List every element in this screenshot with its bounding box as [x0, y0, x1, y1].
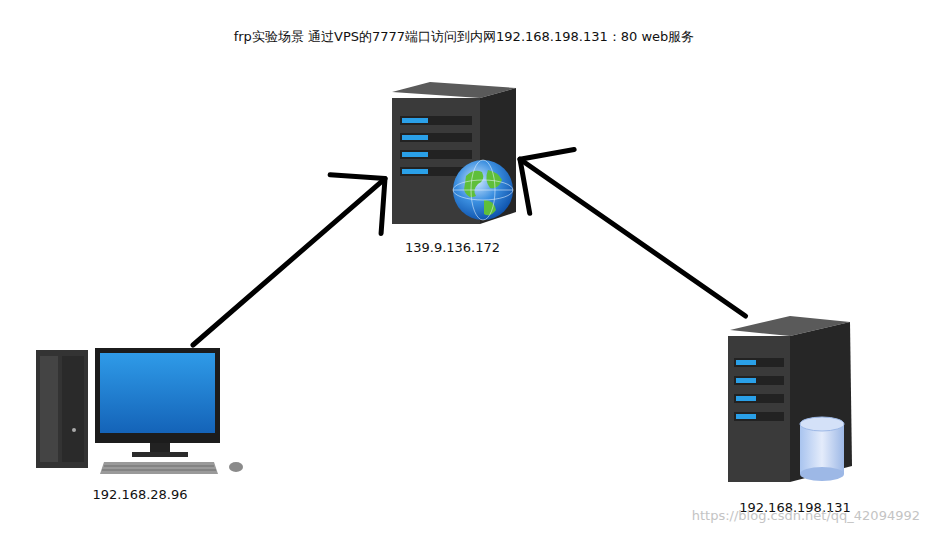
arrow-shaft: [193, 179, 385, 345]
illustration-part: [734, 412, 784, 421]
illustration-part: [72, 428, 76, 432]
illustration-part: [400, 150, 472, 159]
vps-server: 139.9.136.172: [385, 80, 520, 256]
internal-server-icon: [728, 316, 852, 482]
internal-server: 192.168.198.131: [720, 316, 870, 516]
illustration-part: [734, 394, 784, 403]
illustration-part: [790, 322, 852, 482]
illustration-part: [734, 376, 784, 385]
pc-icon: [36, 348, 243, 474]
illustration-part: [132, 452, 188, 457]
illustration-part: [728, 336, 790, 482]
globe-icon: [453, 160, 513, 220]
illustration-part: [104, 466, 214, 467]
illustration-part: [734, 358, 784, 367]
illustration-part: [736, 414, 756, 419]
illustration-part: [100, 462, 218, 474]
ip-address: 192.168.28.96: [34, 487, 246, 503]
illustration-part: [150, 443, 170, 453]
arrow-head: [520, 149, 574, 213]
illustration-part: [95, 348, 220, 443]
database-icon: [800, 417, 844, 481]
illustration-part: [453, 190, 513, 191]
illustration-part: [800, 417, 844, 431]
illustration-part: [36, 350, 88, 468]
keyboard-keys: [102, 466, 216, 470]
vps-server-icon: [392, 82, 516, 224]
watermark: https://blog.csdn.net/qq_42094992: [692, 508, 920, 523]
illustration-part: [453, 160, 513, 220]
drive-bays: [734, 358, 784, 421]
illustration-part: [229, 462, 243, 472]
illustration-part: [62, 356, 84, 462]
illustration-part: [400, 133, 472, 142]
arrow-shaft: [520, 159, 746, 316]
illustration-part: [402, 169, 428, 174]
illustration-part: [400, 116, 472, 125]
illustration-part: [464, 171, 483, 197]
ip-address: 139.9.136.172: [385, 240, 520, 256]
illustration-part: [736, 396, 756, 401]
arrow-head: [330, 175, 385, 234]
illustration-part: [402, 135, 428, 140]
illustration-part: [40, 356, 58, 462]
illustration-part: [453, 180, 513, 200]
drive-bays: [400, 116, 472, 176]
illustration-part: [800, 467, 844, 481]
connection-arrow: [520, 149, 746, 316]
illustration-part: [736, 360, 756, 365]
illustration-part: [402, 152, 428, 157]
diagram-title: frp实验场景 通过VPS的7777端口访问到内网192.168.198.131…: [0, 28, 928, 46]
client-pc: 192.168.28.96: [34, 345, 246, 503]
illustration-part: [100, 353, 215, 433]
connection-arrow: [193, 175, 385, 345]
illustration-part: [402, 118, 428, 123]
illustration-part: [102, 470, 216, 471]
illustration-part: [736, 378, 756, 383]
